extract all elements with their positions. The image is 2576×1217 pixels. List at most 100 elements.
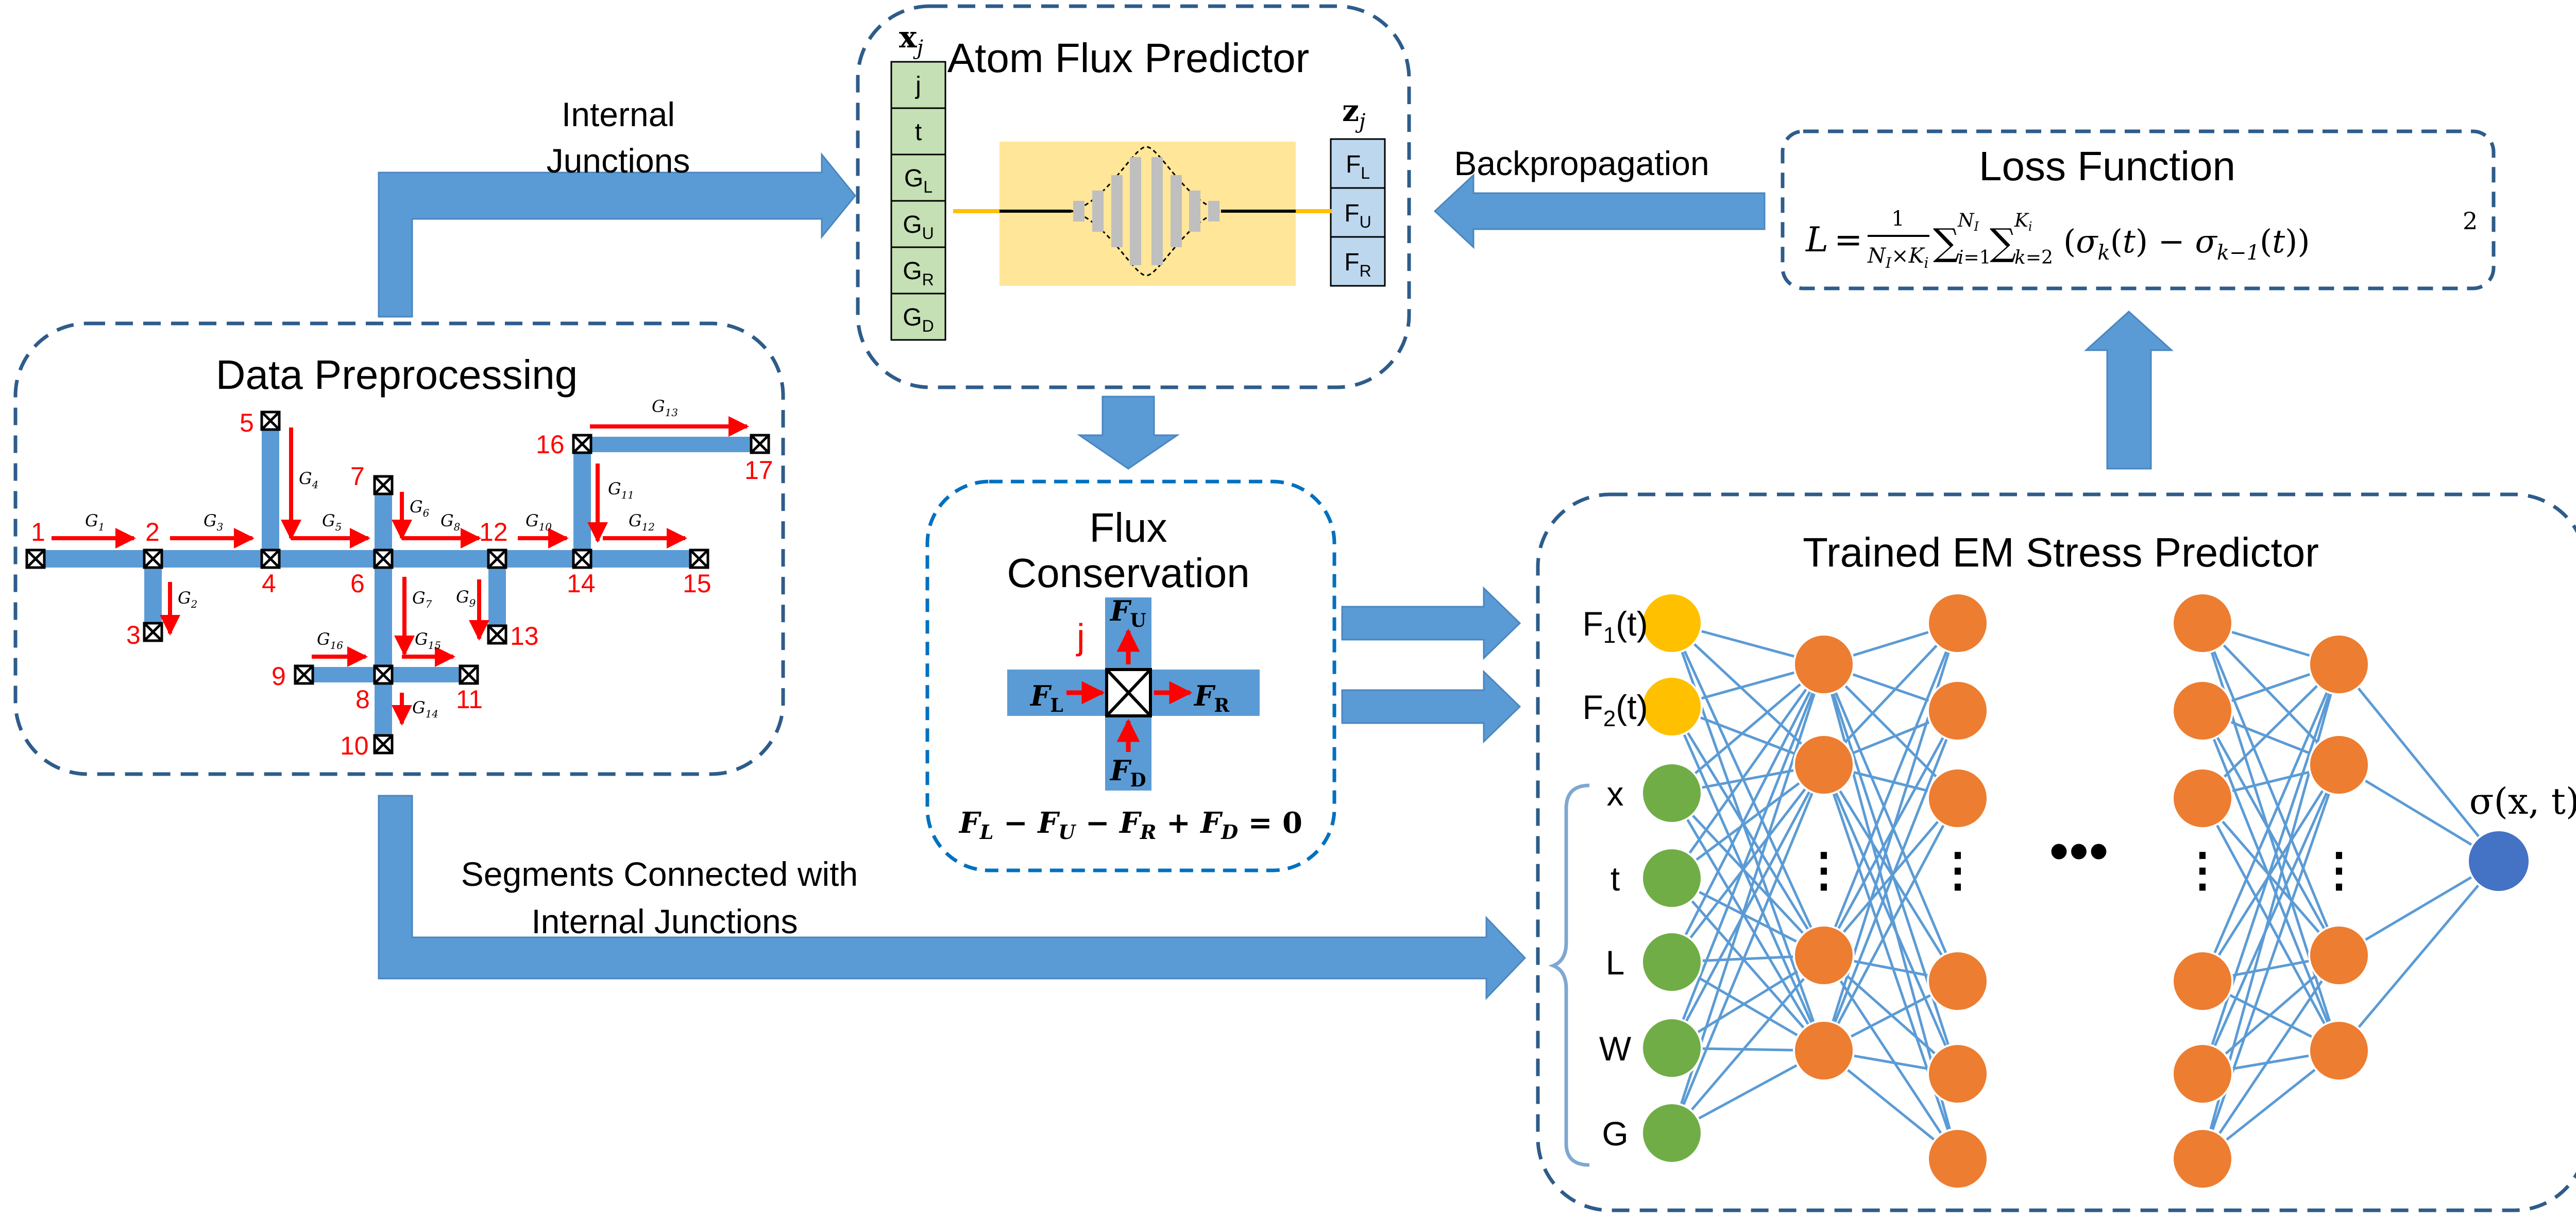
data-preprocessing-panel: Data Preprocessing <box>13 321 785 776</box>
up-arrow-loss <box>2084 310 2174 470</box>
flux-title-1: Flux <box>1089 505 1167 551</box>
svg-text:(σk(t) − σk−1(t)): (σk(t) − σk−1(t)) <box>2063 222 2310 265</box>
svg-text:2: 2 <box>145 518 160 546</box>
node-numbers: 1 2 3 4 5 6 7 8 9 10 11 12 13 14 15 16 1… <box>31 408 773 760</box>
loss-function-panel: Loss Function L = 1 NI×Ki ∑ NI i=1 ∑ Ki … <box>1781 129 2496 290</box>
svg-text:15: 15 <box>683 569 711 598</box>
input-cell-label: GD <box>903 304 934 335</box>
svg-text:G3: G3 <box>204 511 223 533</box>
network-node <box>1641 847 1703 909</box>
loss-formula: L = 1 NI×Ki ∑ NI i=1 ∑ Ki k=2 (σk(t) − σ… <box>1805 207 2478 271</box>
svg-text:3: 3 <box>126 621 141 649</box>
output-cell-label: FL <box>1346 151 1370 182</box>
backprop-arrow <box>1433 173 1766 249</box>
svg-text:12: 12 <box>479 518 508 546</box>
network-node <box>1641 931 1703 993</box>
network-edge <box>1670 663 1825 879</box>
input-cell <box>890 61 946 109</box>
input-cell-label: GU <box>903 211 934 243</box>
network-edge <box>2338 663 2500 862</box>
svg-text:=: = <box>1834 220 1862 260</box>
network-edge <box>1823 663 1959 799</box>
wire-network <box>26 412 764 736</box>
svg-text:5: 5 <box>240 408 254 437</box>
network-input-label: G <box>1602 1115 1628 1153</box>
network-edge <box>2201 954 2341 1160</box>
network-node <box>2308 1020 2370 1082</box>
network-input-label: F2(t) <box>1582 688 1648 731</box>
network-node <box>2172 1128 2233 1190</box>
svg-text:NI: NI <box>1957 210 1979 234</box>
network-input-label: F1(t) <box>1582 605 1648 648</box>
output-cell-label: FR <box>1344 249 1371 280</box>
network-edge <box>1822 764 1959 982</box>
network-edge <box>1670 664 1825 1049</box>
network-edge <box>1671 792 1825 956</box>
network-edge <box>1670 792 1825 1052</box>
svg-text:11: 11 <box>456 685 483 714</box>
network-edge <box>1822 623 1959 956</box>
svg-text:G1: G1 <box>85 511 105 533</box>
network-edge <box>1670 663 1825 963</box>
network-edge <box>1670 764 1825 1049</box>
network-edge <box>2201 797 2340 956</box>
network-input-label: W <box>1599 1030 1632 1068</box>
segments-connected-arrow <box>378 795 1527 1000</box>
network-node <box>2308 633 2370 695</box>
network-band <box>999 142 1296 286</box>
svg-text:Ki: Ki <box>2014 210 2032 234</box>
network-nodes <box>1641 592 2531 1190</box>
svg-text:1: 1 <box>1891 207 1904 231</box>
network-edge <box>2201 764 2341 1075</box>
backpropagation-label: Backpropagation <box>1454 144 1709 182</box>
input-brace <box>1548 783 1590 1167</box>
flow-arrows <box>52 416 749 726</box>
network-node <box>1927 592 1989 654</box>
svg-text:8: 8 <box>355 685 370 714</box>
flux-arrows <box>1066 628 1193 752</box>
network-edge <box>2201 797 2341 1052</box>
output-cell <box>1330 138 1386 189</box>
svg-text:G9: G9 <box>456 587 476 609</box>
flux-title-2: Conservation <box>1007 550 1249 596</box>
network-edges <box>1670 622 2500 1160</box>
svg-text:G10: G10 <box>526 511 552 533</box>
network-node <box>1641 676 1703 738</box>
internal-junctions-label-2: Junctions <box>547 142 690 180</box>
atom-flux-title: Atom Flux Predictor <box>947 35 1309 81</box>
input-cell-label: t <box>915 118 922 146</box>
svg-text:G4: G4 <box>299 469 318 491</box>
network-edge <box>1822 664 1959 982</box>
network-edge <box>1822 764 1959 1074</box>
internal-junctions-arrow <box>378 152 856 318</box>
flux-conservation-panel: Flux Conservation j FL FR FU FD FL − FU … <box>925 479 1336 872</box>
network-node <box>1641 762 1703 824</box>
svg-text:G15: G15 <box>415 629 441 652</box>
output-cell <box>1330 187 1386 238</box>
svg-text:FR: FR <box>1193 679 1230 716</box>
network-node <box>1793 633 1855 695</box>
svg-text:10: 10 <box>340 731 369 760</box>
svg-text:6: 6 <box>350 569 365 598</box>
network-input-label: t <box>1611 860 1620 898</box>
svg-text:∑: ∑ <box>1990 220 2016 264</box>
network-edge <box>1671 954 1825 1134</box>
network-edge <box>1671 763 1825 880</box>
svg-text:⋮: ⋮ <box>2316 845 2362 896</box>
network-edge <box>1670 706 1825 956</box>
right-arrow-f2 <box>1341 670 1521 744</box>
svg-text:1: 1 <box>31 518 45 546</box>
network-edge <box>1823 797 1959 956</box>
input-vector-label: xj <box>899 20 923 60</box>
input-cell-label: j <box>914 72 921 99</box>
conservation-equation: FL − FU − FR + FD = 0 <box>958 806 1302 844</box>
network-node <box>1641 1017 1703 1079</box>
network-edge <box>1670 622 1825 956</box>
network-edge <box>1671 764 1825 963</box>
output-cell-label: FU <box>1344 200 1371 231</box>
network-edge <box>1822 797 1959 1052</box>
svg-text:G6: G6 <box>410 497 430 519</box>
network-node <box>1641 592 1703 654</box>
em-stress-panel: Trained EM Stress Predictor F1(t)F2(t)xt… <box>1536 492 2576 1212</box>
